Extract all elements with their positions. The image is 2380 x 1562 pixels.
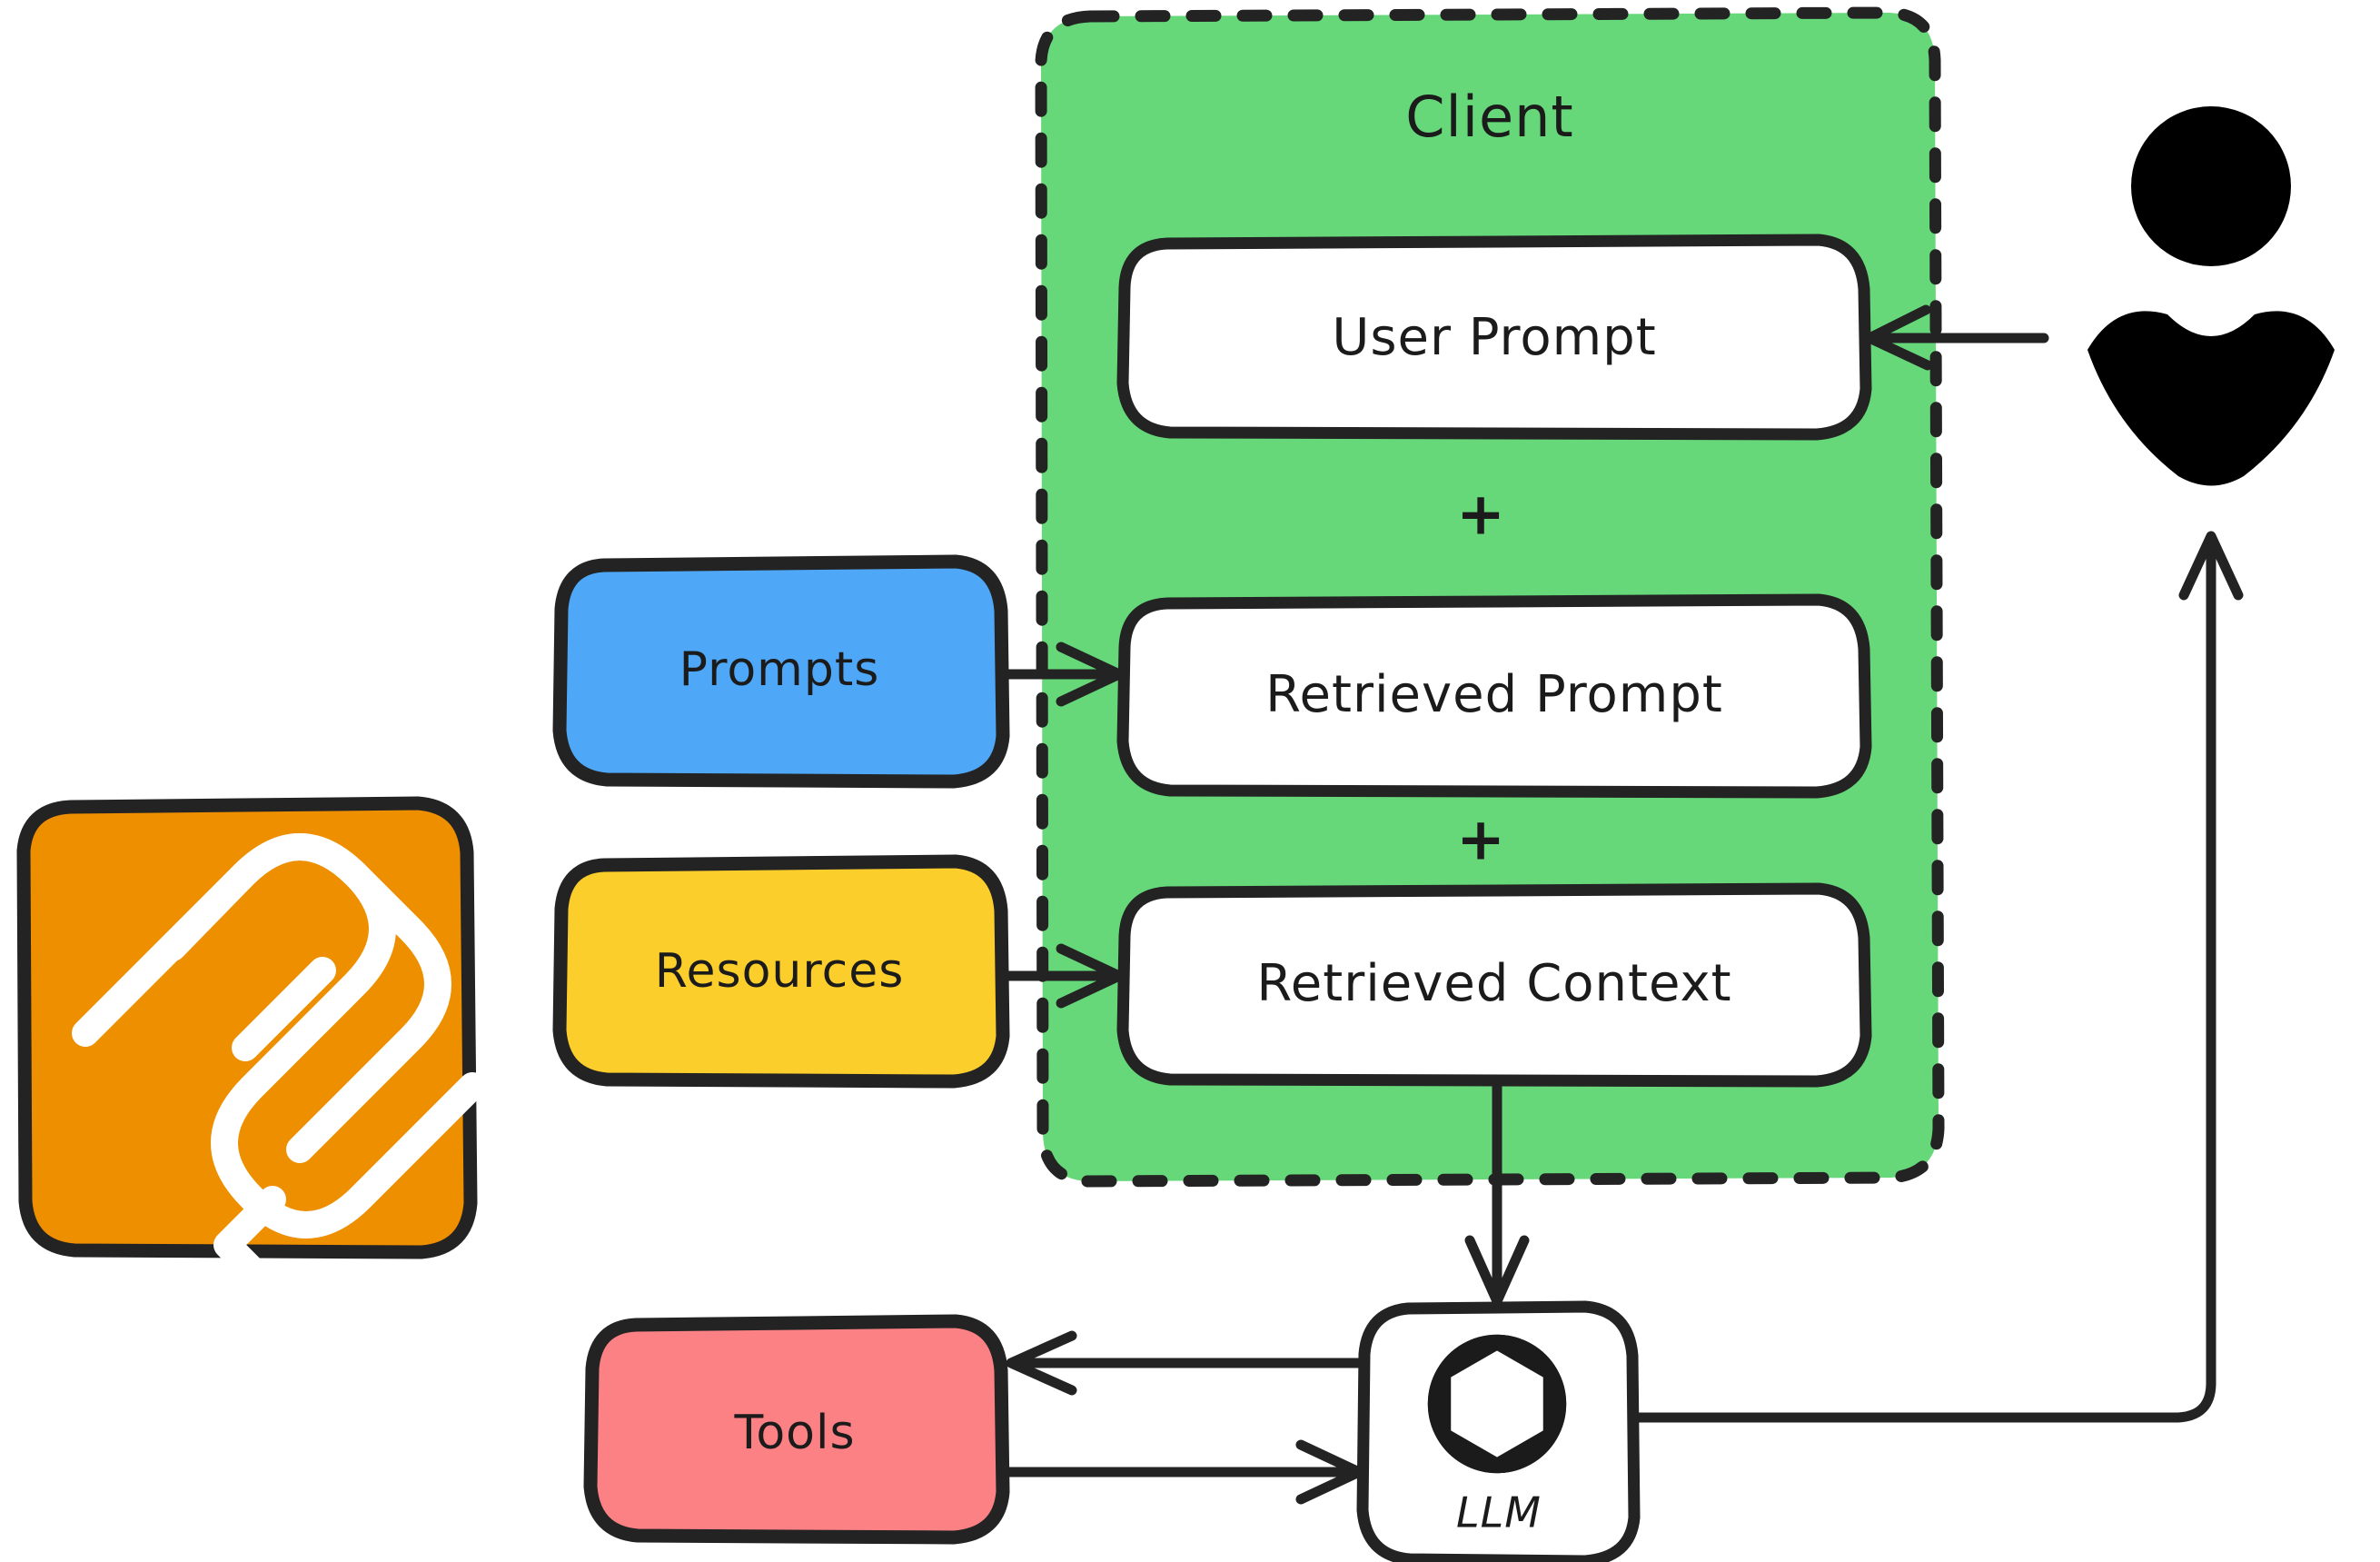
llm-box-shape (1356, 1300, 1641, 1562)
resources-label: Resources (655, 944, 905, 999)
avatar-body (2087, 311, 2335, 486)
edge-prompts-to-retrieved-prompt (997, 642, 1125, 707)
retrieved-context-box[interactable]: Retrieved Context (1116, 882, 1872, 1088)
retrieved-prompt-label: Retrieved Prompt (1265, 665, 1723, 724)
user-avatar-icon[interactable] (2087, 106, 2335, 486)
edge-llm-to-tools (1006, 1330, 1366, 1396)
edge-llm-to-user (1629, 531, 2244, 1423)
prompts-node[interactable]: Prompts (552, 554, 1010, 789)
retrieved-prompt-box[interactable]: Retrieved Prompt (1116, 593, 1872, 799)
user-prompt-shape (1116, 234, 1872, 441)
tools-shape (583, 1314, 1010, 1545)
llm-label: LLM (1456, 1488, 1542, 1537)
client-title: Client (1405, 84, 1574, 150)
user-prompt-box[interactable]: User Prompt (1116, 234, 1872, 441)
edge-resources-to-retrieved-context (997, 943, 1125, 1009)
edge-tools-to-llm (1003, 1439, 1364, 1505)
prompts-shape (552, 554, 1010, 789)
tools-node[interactable]: Tools (583, 1314, 1010, 1545)
prompts-label: Prompts (679, 642, 880, 697)
retrieved-context-shape (1116, 882, 1872, 1088)
resources-shape (552, 854, 1010, 1089)
retrieved-context-label: Retrieved Context (1256, 954, 1731, 1013)
tools-label: Tools (733, 1406, 855, 1460)
retrieved-prompt-shape (1116, 593, 1872, 799)
user-prompt-label: User Prompt (1332, 308, 1656, 367)
avatar-head (2131, 106, 2291, 266)
mcp-logo-icon (72, 833, 486, 1304)
mcp-logo-box[interactable] (16, 796, 486, 1304)
openai-logo-icon (1427, 1334, 1567, 1474)
resources-node[interactable]: Resources (552, 854, 1010, 1089)
edge-user-to-user-prompt (1864, 304, 2049, 371)
llm-node[interactable]: LLM (1356, 1300, 1641, 1562)
plus-operator-2: + (1456, 807, 1505, 874)
plus-operator-1: + (1456, 482, 1505, 549)
edge-client-to-llm (1464, 1076, 1530, 1307)
